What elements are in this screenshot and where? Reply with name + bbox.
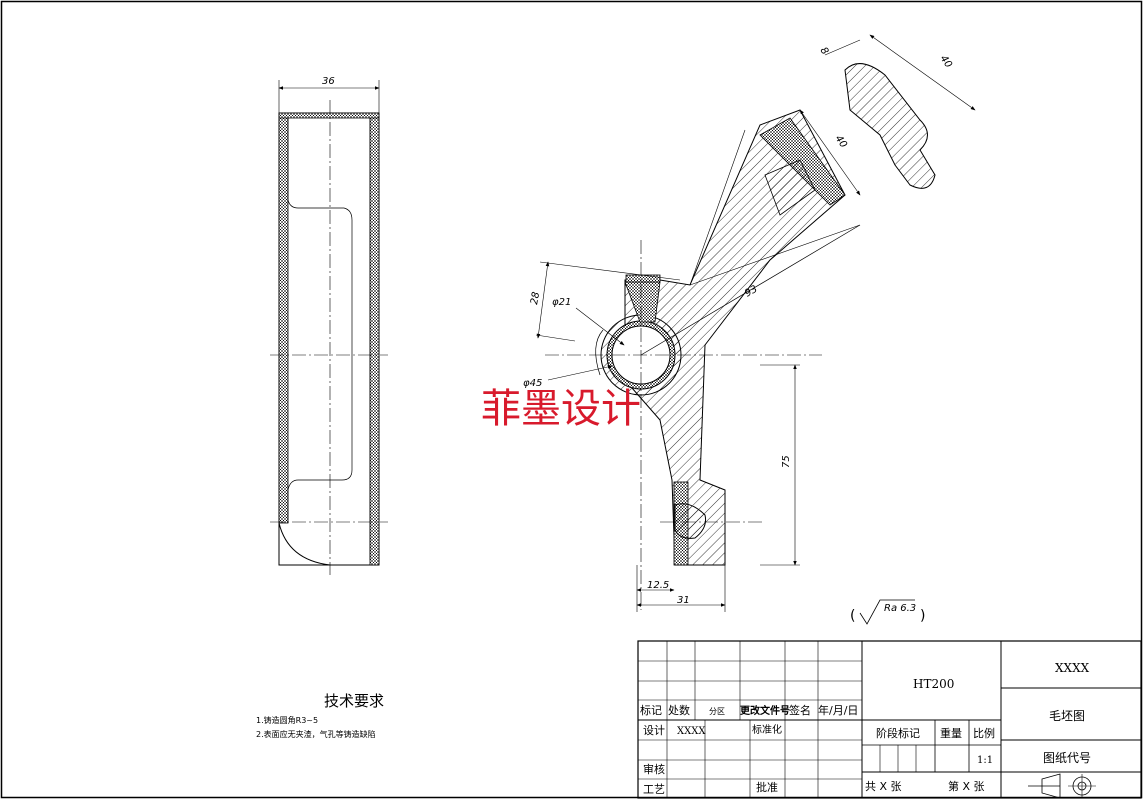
sheet-count: 共 X 张 (865, 780, 902, 793)
tech-req-item-1: 1.铸造圆角R3~5 (256, 715, 318, 725)
roughness-symbol: ( Ra 6.3 ) (850, 599, 925, 625)
dim-phi45: φ45 (523, 378, 542, 389)
material-label: HT200 (913, 677, 954, 691)
dim-31: 31 (677, 595, 690, 606)
main-view (535, 34, 976, 612)
rev-header-doc: 更改文件号 (740, 704, 790, 717)
rev-header-mark: 标记 (640, 703, 662, 717)
drawing-name: 毛坯图 (1049, 709, 1085, 723)
svg-text:): ) (920, 608, 925, 624)
sheet-number: 第 X 张 (948, 779, 985, 793)
watermark-text: 菲墨设计 (481, 386, 641, 432)
dim-phi21: φ21 (552, 297, 571, 308)
dim-75: 75 (781, 455, 792, 468)
stage-label: 阶段标记 (876, 726, 920, 740)
dim-12-5: 12.5 (647, 580, 669, 591)
design-label: 设计 (643, 724, 665, 737)
svg-text:(: ( (850, 608, 855, 624)
rev-header-date: 年/月/日 (818, 703, 858, 717)
dim-40-end: 40 (833, 133, 849, 150)
process-label: 工艺 (643, 783, 665, 796)
approve-label: 批准 (756, 780, 778, 794)
dim-8: 8 (818, 45, 831, 57)
check-label: 审核 (643, 762, 665, 776)
std-label: 标准化 (752, 723, 782, 736)
dim-40-detail: 40 (938, 53, 954, 70)
tech-req-title: 技术要求 (324, 692, 384, 710)
svg-text:Ra 6.3: Ra 6.3 (884, 603, 916, 614)
tech-req-item-2: 2.表面应无夹渣，气孔等铸造缺陷 (256, 729, 376, 739)
weight-label: 重量 (940, 726, 962, 740)
company-name: XXXX (1055, 661, 1090, 675)
side-view (270, 80, 388, 575)
designer-name: XXXX (677, 726, 706, 737)
rev-header-sign: 签名 (789, 703, 811, 717)
drawing-code-label: 图纸代号 (1043, 751, 1091, 765)
rev-header-count: 处数 (668, 704, 690, 717)
scale-value: 1:1 (977, 755, 993, 766)
dim-28: 28 (529, 291, 542, 305)
title-block (637, 640, 1142, 799)
dim-side-width: 36 (322, 76, 335, 87)
scale-label: 比例 (973, 726, 995, 740)
rev-header-zone: 分区 (709, 707, 725, 716)
